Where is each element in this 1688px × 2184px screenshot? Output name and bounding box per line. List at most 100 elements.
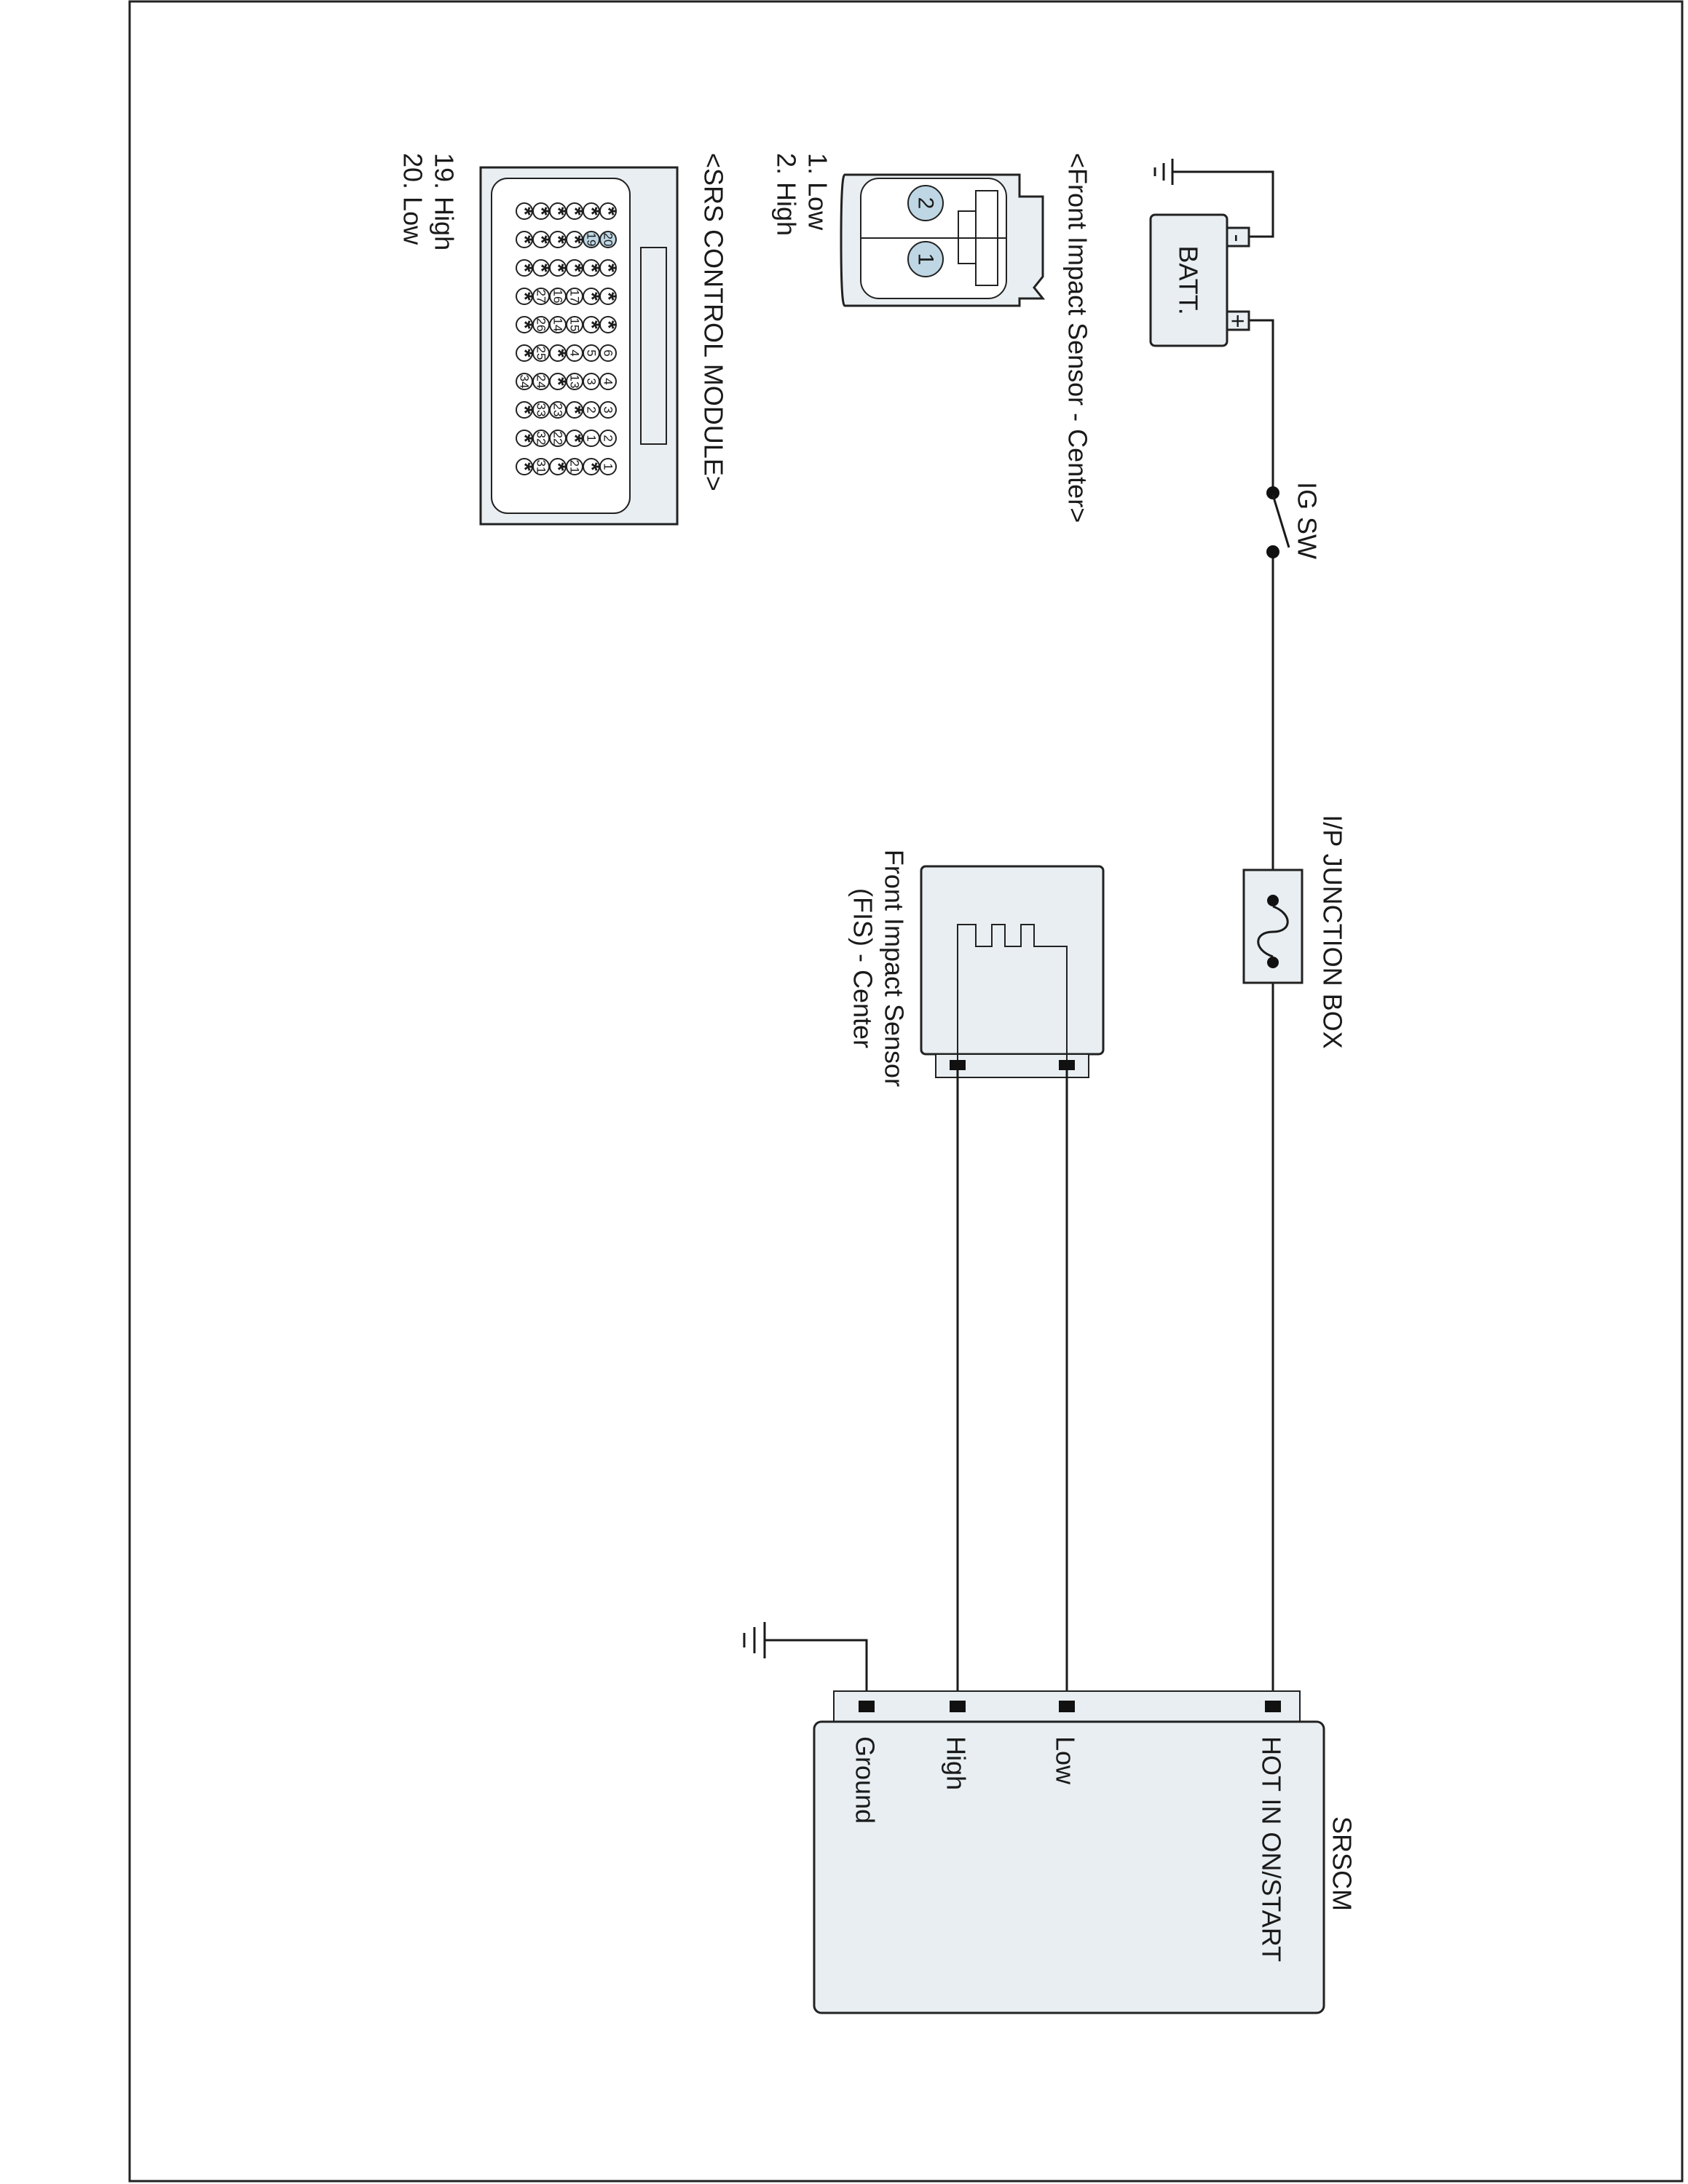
module-pin-label-2-3: * xyxy=(546,264,570,272)
module-pin-label-3-0: * xyxy=(596,292,620,301)
module-pin-label-7-1: 2 xyxy=(585,406,599,413)
module-pin-2-5 xyxy=(516,259,533,277)
svg-text:1: 1 xyxy=(914,253,938,266)
module-pin-label-6-1: 3 xyxy=(585,378,599,384)
srscm-pin-low: Low xyxy=(1051,1736,1081,1785)
module-pin-label-3-4: 27 xyxy=(535,290,548,304)
srscm-pin-hot: HOT IN ON/START xyxy=(1257,1736,1287,1962)
module-pin-1-5 xyxy=(516,231,533,248)
module-pin-label-4-1: * xyxy=(580,320,604,329)
module-pin-label-0-1: * xyxy=(580,207,604,215)
module-pin-9-5 xyxy=(516,458,533,475)
srscm-module: SRSCM HOT IN ON/START Low High Ground xyxy=(813,1690,1357,2014)
module-connector-pin-20: 20. Low xyxy=(398,153,428,245)
module-pin-label-8-2: * xyxy=(563,434,587,443)
module-pin-label-0-4: * xyxy=(529,207,553,215)
module-pin-label-3-2: 17 xyxy=(568,290,582,304)
module-pin-0-5 xyxy=(516,202,533,220)
module-pin-4-5 xyxy=(516,316,533,333)
module-connector-title: <SRS CONTROL MODULE> xyxy=(699,153,729,491)
module-pin-label-9-1: * xyxy=(580,462,604,471)
module-pin-label-7-3: 23 xyxy=(551,403,565,417)
ig-switch: IG SW xyxy=(1266,482,1322,559)
sensor-connector-pin-circle-2 xyxy=(907,185,944,221)
battery: - + BATT. xyxy=(1149,213,1252,347)
module-pin-label-2-4: * xyxy=(529,264,553,272)
module-pin-label-9-2: 21 xyxy=(568,460,582,474)
module-connector-pin-19: 19. High xyxy=(430,153,460,250)
module-pin-label-3-3: 16 xyxy=(551,290,565,304)
module-pin-label-4-2: 15 xyxy=(568,318,582,332)
module-pin-label-8-0: 2 xyxy=(602,435,615,441)
sensor-connector-pin-circle-1 xyxy=(907,241,944,277)
module-pin-label-1-1: 19 xyxy=(585,233,599,247)
module-pin-label-2-2: * xyxy=(563,264,587,272)
module-pin-label-0-0: * xyxy=(596,207,620,215)
module-pin-label-1-4: * xyxy=(529,235,553,244)
sensor-label-line1: Front Impact Sensor xyxy=(880,850,910,1087)
module-pin-label-5-2: 4 xyxy=(568,349,582,356)
module-pin-label-5-3: * xyxy=(546,349,570,357)
module-pin-label-8-3: 22 xyxy=(551,432,565,446)
module-pin-label-6-0: 4 xyxy=(602,378,615,384)
module-pin-label-5-1: 5 xyxy=(585,349,599,356)
module-pin-label-7-2: * xyxy=(563,405,587,414)
module-pin-label-8-5: * xyxy=(513,434,537,443)
module-pin-label-7-5: * xyxy=(513,405,537,414)
module-pin-label-9-4: 31 xyxy=(535,460,548,474)
module-pin-label-4-5: * xyxy=(513,320,537,329)
module-pin-label-4-0: * xyxy=(596,320,620,329)
module-pin-label-6-2: 13 xyxy=(568,375,582,389)
page-frame xyxy=(128,0,1684,2183)
module-pin-label-2-5: * xyxy=(513,264,537,272)
srscm-pin-high: High xyxy=(942,1736,971,1790)
module-pin-label-1-3: * xyxy=(546,235,570,244)
module-pin-label-5-4: 25 xyxy=(535,347,548,360)
module-pin-label-0-2: * xyxy=(563,207,587,215)
module-pin-label-1-0: 20 xyxy=(602,233,615,247)
module-pin-label-8-4: 32 xyxy=(535,432,548,446)
module-pin-label-9-5: * xyxy=(513,462,537,471)
module-pin-label-4-3: 14 xyxy=(551,318,565,332)
module-pin-label-5-5: * xyxy=(513,349,537,357)
module-pin-3-5 xyxy=(516,288,533,305)
module-pin-label-4-4: 26 xyxy=(535,318,548,332)
module-pin-label-5-0: 6 xyxy=(602,349,615,356)
battery-minus: - xyxy=(1225,234,1252,242)
sensor-connector-view: <Front Impact Sensor - Center> 1. Low 2.… xyxy=(772,153,1093,523)
battery-ground xyxy=(1153,159,1274,238)
module-pin-label-8-1: 1 xyxy=(585,435,599,441)
module-pin-8-5 xyxy=(516,430,533,447)
module-pin-7-5 xyxy=(516,401,533,419)
module-pin-5-5 xyxy=(516,344,533,362)
module-pin-label-7-4: 33 xyxy=(535,403,548,417)
module-pin-label-6-4: 24 xyxy=(535,375,548,389)
module-pin-label-2-0: * xyxy=(596,264,620,272)
power-wire xyxy=(1249,319,1274,1706)
module-pin-label-2-1: * xyxy=(580,264,604,272)
ig-switch-label: IG SW xyxy=(1293,482,1322,559)
battery-plus: + xyxy=(1225,314,1252,328)
module-pin-label-9-3: * xyxy=(546,462,570,471)
module-pin-label-0-5: * xyxy=(513,207,537,215)
sensor-connector-title: <Front Impact Sensor - Center> xyxy=(1063,153,1093,523)
module-pin-label-1-2: * xyxy=(563,235,587,244)
module-pin-grid: ******2019************171627***151426*65… xyxy=(513,202,620,475)
srscm-ground xyxy=(743,1622,868,1706)
module-pin-label-3-5: * xyxy=(513,292,537,301)
srscm-title: SRSCM xyxy=(1328,1816,1357,1911)
module-pin-label-6-3: * xyxy=(546,377,570,386)
srscm-pin-ground: Ground xyxy=(851,1736,880,1824)
sensor-connector-pin-2: 2. High xyxy=(772,153,802,236)
junction-box: I/P JUNCTION BOX xyxy=(1242,815,1348,1049)
sensor-label-line2: (FIS) - Center xyxy=(848,888,878,1048)
battery-label: BATT. xyxy=(1174,245,1204,314)
junction-box-label: I/P JUNCTION BOX xyxy=(1318,815,1348,1048)
svg-text:2: 2 xyxy=(914,197,938,210)
module-connector-view: <SRS CONTROL MODULE> 19. High 20. Low **… xyxy=(398,153,729,526)
module-pin-label-0-3: * xyxy=(546,207,570,215)
module-pin-6-5 xyxy=(516,373,533,390)
sensor-connector-pin-1: 1. Low xyxy=(803,153,833,231)
module-pin-label-6-5: 34 xyxy=(518,375,532,389)
